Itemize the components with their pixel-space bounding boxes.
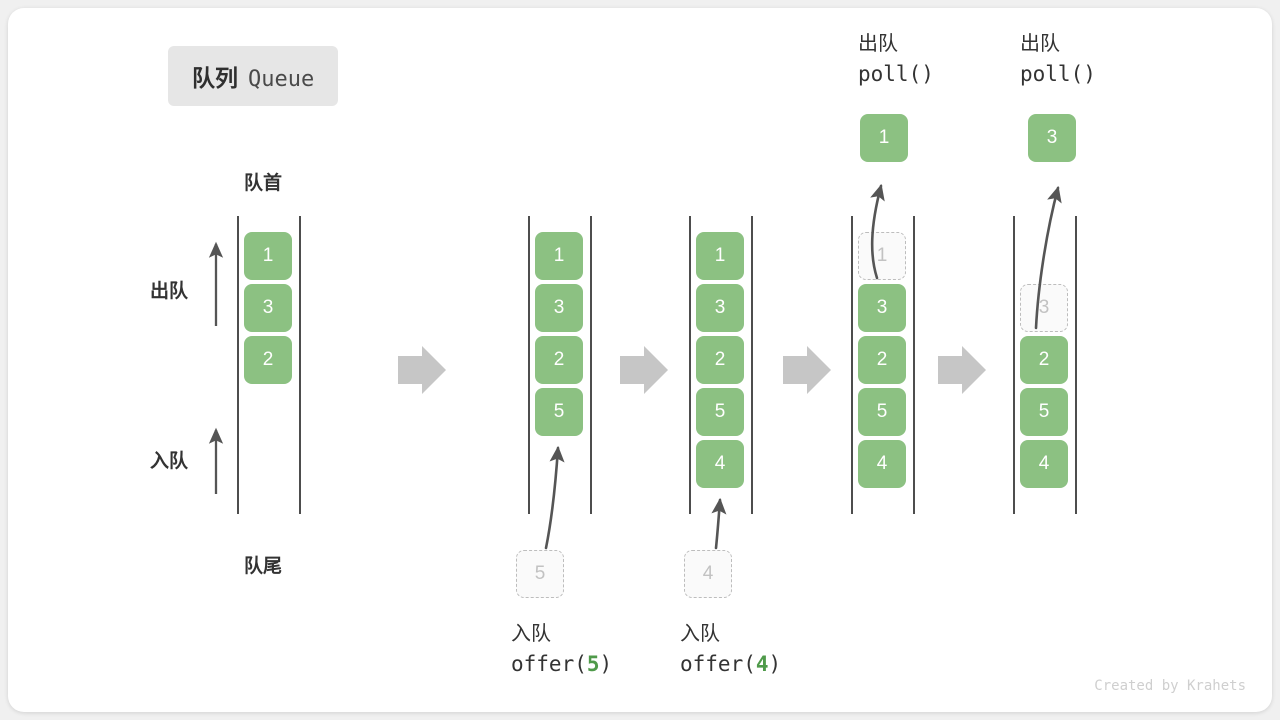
operation-cn-c1: 入队 [511, 623, 551, 645]
arrow-overlay [208, 183, 1062, 550]
step-arrow-1-to-2 [620, 346, 668, 394]
cell-c0-0: 1 [244, 232, 292, 280]
cell-c4-1: 3 [1020, 284, 1068, 332]
cell-c1-3: 5 [535, 388, 583, 436]
cell-c4-4: 4 [1020, 440, 1068, 488]
cell-c2-2: 2 [696, 336, 744, 384]
column-3-rail-left [851, 216, 853, 514]
column-4-rail-left [1013, 216, 1015, 514]
incoming-cell-c1: 5 [516, 550, 564, 598]
cell-c1-2: 2 [535, 336, 583, 384]
watermark: Created by Krahets [1094, 678, 1246, 694]
title-chinese: 队列 [192, 65, 238, 91]
queue-head-label: 队首 [244, 173, 283, 194]
cell-c4-2: 2 [1020, 336, 1068, 384]
cell-c3-2: 2 [858, 336, 906, 384]
cell-c1-0: 1 [535, 232, 583, 280]
cell-c0-1: 3 [244, 284, 292, 332]
queue-tail-label: 队尾 [244, 556, 283, 577]
operation-code-c2: offer(4) [680, 649, 781, 679]
op-code-arg-c1: 5 [586, 652, 600, 676]
cell-c2-1: 3 [696, 284, 744, 332]
step-arrow-0-to-1 [398, 346, 446, 394]
column-2-rail-right [751, 216, 753, 514]
op-code-head-c1: offer( [511, 652, 587, 676]
offer-5-arrow [544, 445, 565, 550]
column-1-rail-right [590, 216, 592, 514]
result-cell-c3: 1 [860, 114, 908, 162]
enqueue-side-label: 入队 [150, 451, 189, 472]
operation-code-c4: poll() [1020, 62, 1096, 86]
cell-c1-1: 3 [535, 284, 583, 332]
dequeue-side-label: 出队 [150, 281, 189, 302]
column-4-rail-right [1075, 216, 1077, 514]
cell-c3-0: 1 [858, 232, 906, 280]
cell-c3-4: 4 [858, 440, 906, 488]
operation-cn-c2: 入队 [680, 623, 720, 645]
title-english: Queue [248, 67, 315, 92]
op-code-head-c2: offer( [680, 652, 756, 676]
cell-c2-3: 5 [696, 388, 744, 436]
cell-c3-1: 3 [858, 284, 906, 332]
result-cell-c4: 3 [1028, 114, 1076, 162]
column-0-rail-right [299, 216, 301, 514]
column-1-rail-left [528, 216, 530, 514]
column-2-rail-left [689, 216, 691, 514]
operation-cn-c3: 出队 [858, 33, 898, 55]
operation-code-c3: poll() [858, 62, 934, 86]
diagram-stage: 队列 Queue 队首 队尾 出队 入队 1 3 2 1 3 2 5 5 入队 … [8, 8, 1272, 712]
title-badge: 队列 Queue [168, 46, 339, 106]
operation-label-c1: 入队 offer(5) [511, 620, 612, 679]
operation-label-c4: 出队 poll() [1020, 30, 1096, 89]
operation-label-c2: 入队 offer(4) [680, 620, 781, 679]
operation-code-c1: offer(5) [511, 649, 612, 679]
op-code-tail-c2: ) [768, 652, 782, 676]
cell-c2-0: 1 [696, 232, 744, 280]
cell-c2-4: 4 [696, 440, 744, 488]
cell-c0-2: 2 [244, 336, 292, 384]
op-code-tail-c1: ) [599, 652, 613, 676]
column-3-rail-right [913, 216, 915, 514]
step-arrow-2-to-3 [783, 346, 831, 394]
cell-c3-3: 5 [858, 388, 906, 436]
diagram-card: 队列 Queue 队首 队尾 出队 入队 1 3 2 1 3 2 5 5 入队 … [8, 8, 1272, 712]
step-arrow-3-to-4 [938, 346, 986, 394]
op-code-arg-c2: 4 [755, 652, 769, 676]
offer-4-arrow [711, 497, 727, 550]
incoming-cell-c2: 4 [684, 550, 732, 598]
operation-cn-c4: 出队 [1020, 33, 1060, 55]
operation-label-c3: 出队 poll() [858, 30, 934, 89]
cell-c4-3: 5 [1020, 388, 1068, 436]
column-0-rail-left [237, 216, 239, 514]
